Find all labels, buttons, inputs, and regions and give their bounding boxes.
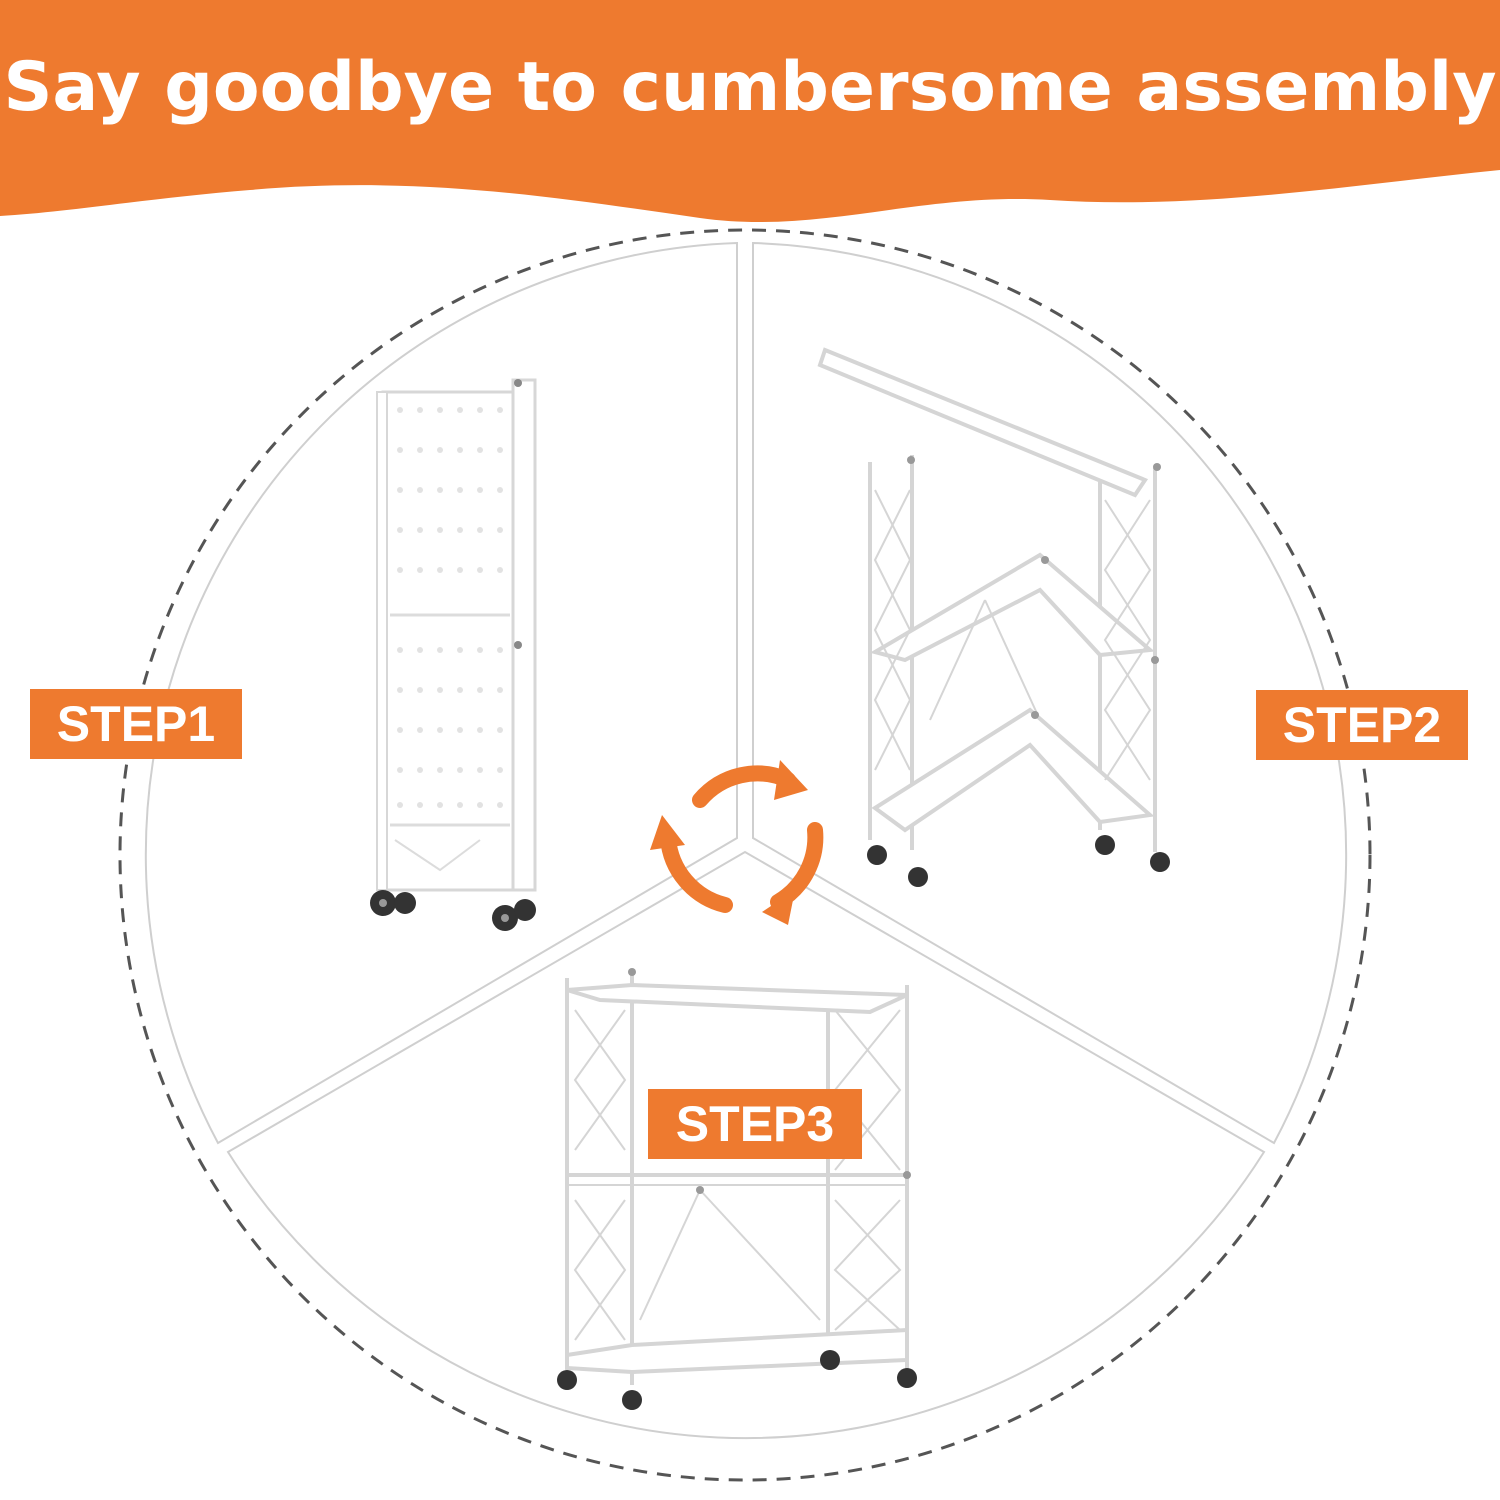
- unfolding-shelf-illustration: [817, 347, 1157, 852]
- assembled-shelf-bolts: [628, 968, 911, 1194]
- folded-shelf-illustration: [370, 378, 537, 931]
- banner-title: Say goodbye to cumbersome assembly: [3, 48, 1497, 127]
- assembled-shelf-wheels: [557, 1350, 917, 1410]
- assembled-shelf-illustration: [565, 970, 909, 1385]
- unfolding-shelf-wheels: [867, 835, 1170, 887]
- step3-label: STEP3: [648, 1089, 862, 1159]
- cycle-arrow-heads: [650, 760, 808, 925]
- step1-label: STEP1: [30, 689, 242, 759]
- orange-banner: [0, 0, 1500, 223]
- unfolding-shelf-bolts: [907, 456, 1161, 719]
- step2-label: STEP2: [1256, 690, 1468, 760]
- segment-dividers: [144, 241, 1348, 1440]
- dashed-circle: [118, 228, 1372, 1482]
